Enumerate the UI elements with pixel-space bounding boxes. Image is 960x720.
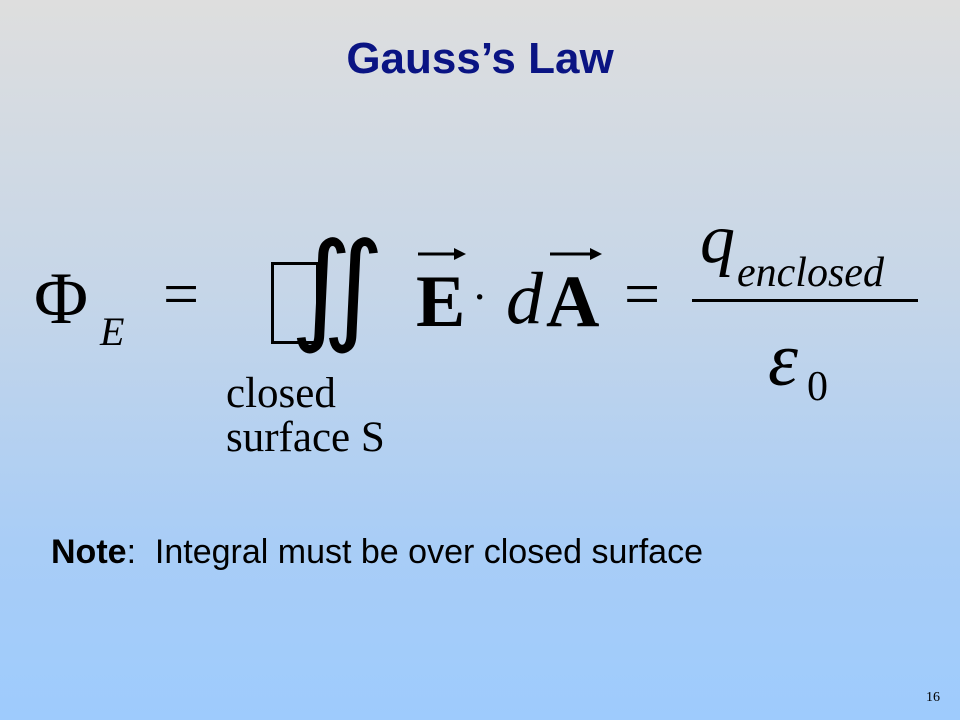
integral-label-closed: closed (226, 370, 336, 417)
equals-sign-1: = (163, 258, 200, 329)
numerator-q: q (700, 201, 735, 278)
double-integral-symbol: ∬ (290, 221, 385, 354)
dot-operator: · (472, 271, 488, 322)
page-number: 16 (926, 690, 940, 705)
vector-arrow-e-icon (418, 248, 466, 260)
vector-a: A (546, 261, 600, 343)
missing-glyph-box (271, 262, 319, 344)
fraction-bar (692, 299, 918, 302)
equals-sign-2: = (624, 258, 661, 329)
note-separator: : (126, 533, 137, 571)
flux-symbol: Φ (34, 258, 89, 340)
denominator-subscript: 0 (807, 364, 828, 410)
denominator-epsilon: ε (768, 318, 798, 402)
note-line: Note: Integral must be over closed surfa… (51, 533, 703, 572)
integral-label-surface: surface S (226, 414, 385, 461)
numerator-subscript: enclosed (737, 250, 884, 296)
flux-subscript: E (100, 309, 125, 354)
note-label: Note (51, 533, 127, 571)
vector-arrow-a-icon (550, 248, 602, 260)
differential-d: d (506, 258, 543, 340)
note-text: Integral must be over closed surface (154, 533, 703, 571)
slide-title: Gauss’s Law (346, 34, 614, 83)
vector-e: E (416, 261, 466, 343)
